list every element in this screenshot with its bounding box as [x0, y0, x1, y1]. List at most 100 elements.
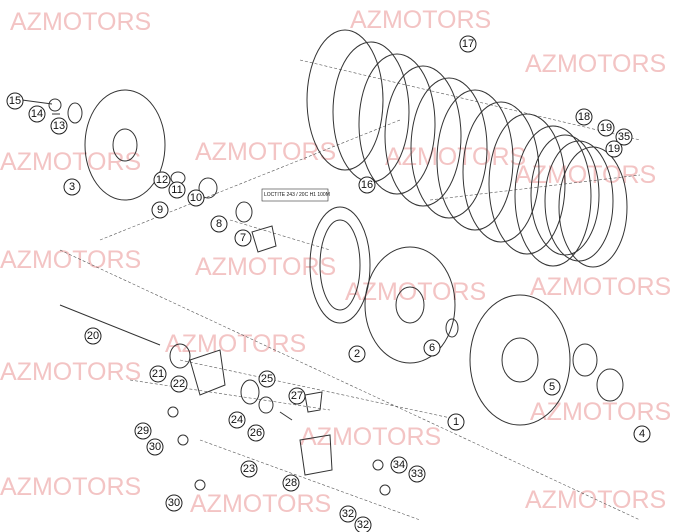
watermark-text: AZMOTORS — [195, 253, 336, 281]
watermark-text: AZMOTORS — [0, 358, 141, 386]
callout-circle — [28, 105, 46, 123]
watermark-text: AZMOTORS — [0, 473, 141, 501]
callout-number: 23 — [243, 463, 255, 475]
callout-number: 29 — [137, 425, 149, 437]
callout-26: 26 — [247, 424, 265, 442]
callout-10: 10 — [187, 189, 205, 207]
callout-9: 9 — [151, 201, 169, 219]
callout-circle — [146, 438, 164, 456]
clutch-disc — [436, 89, 514, 231]
callout-19: 19 — [597, 119, 615, 137]
callout-3: 3 — [63, 178, 81, 196]
watermark-text: AZMOTORS — [515, 161, 656, 189]
callout-circle — [339, 505, 357, 523]
callout-35: 35 — [615, 128, 633, 146]
callout-12: 12 — [153, 171, 171, 189]
clutch-basket — [469, 294, 571, 426]
callout-number: 17 — [462, 38, 474, 50]
callout-circle — [597, 119, 615, 137]
callout-number: 16 — [361, 179, 373, 191]
callout-28: 28 — [282, 474, 300, 492]
callout-circle — [187, 189, 205, 207]
pressure-plate — [84, 89, 166, 201]
callout-circle — [170, 375, 188, 393]
watermark-text: AZMOTORS — [165, 330, 306, 358]
callout-circle — [358, 176, 376, 194]
callout-circle — [633, 425, 651, 443]
callout-number: 26 — [250, 427, 262, 439]
callout-2: 2 — [348, 345, 366, 363]
clutch-disc — [384, 65, 462, 207]
clutch-disc — [332, 41, 410, 183]
leader-lines — [59, 59, 641, 521]
callout-30: 30 — [146, 438, 164, 456]
callout-number: 10 — [190, 192, 202, 204]
clutch-disc — [488, 113, 566, 255]
callout-number: 35 — [618, 131, 630, 143]
callout-number: 1 — [453, 416, 459, 428]
callout-number: 33 — [411, 468, 423, 480]
clutch-pack — [309, 206, 371, 324]
callout-number: 5 — [549, 381, 555, 393]
callout-number: 4 — [639, 428, 645, 440]
callout-number: 27 — [291, 390, 303, 402]
callout-number: 7 — [240, 232, 246, 244]
callout-circle — [390, 456, 408, 474]
callout-number: 24 — [231, 414, 243, 426]
callout-circle — [575, 108, 593, 126]
callout-number: 19 — [608, 143, 620, 155]
callout-number: 13 — [53, 120, 65, 132]
callout-1: 1 — [447, 413, 465, 431]
callout-number: 2 — [354, 348, 360, 360]
inner-hub — [364, 246, 456, 364]
parts — [21, 89, 624, 496]
spring-washer — [544, 140, 614, 262]
callout-number: 8 — [216, 218, 222, 230]
loctite-note-text: LOCTITE 243 / 20C H1 100M — [264, 192, 330, 198]
callout-circle — [258, 370, 276, 388]
callout-16: 16 — [358, 176, 376, 194]
callout-32: 32 — [339, 505, 357, 523]
watermarks: AZMOTORS AZMOTORS AZMOTORS AZMOTORS AZMOTORS… — [0, 6, 671, 518]
callout-18: 18 — [575, 108, 593, 126]
watermark-text: AZMOTORS — [350, 6, 491, 34]
watermark-text: AZMOTORS — [0, 148, 141, 176]
callout-number: 32 — [342, 508, 354, 520]
spring — [67, 102, 83, 124]
callout-circle — [615, 128, 633, 146]
callout-circle — [165, 494, 183, 512]
callout-32: 32 — [354, 516, 372, 532]
callout-circle — [151, 201, 169, 219]
watermark-text: AZMOTORS — [10, 8, 151, 36]
callout-number: 21 — [152, 368, 164, 380]
callout-circle — [84, 327, 102, 345]
callout-number: 32 — [357, 519, 369, 531]
callout-19: 19 — [605, 140, 623, 158]
callout-number: 18 — [578, 111, 590, 123]
callout-circle — [6, 92, 24, 110]
callout-circle — [423, 339, 441, 357]
watermark-text: AZMOTORS — [525, 486, 666, 514]
callout-21: 21 — [149, 365, 167, 383]
watermark-text: AZMOTORS — [530, 398, 671, 426]
callout-number: 11 — [171, 184, 182, 196]
spring-washer — [530, 134, 600, 256]
callout-number: 34 — [393, 459, 405, 471]
callout-25: 25 — [258, 370, 276, 388]
callout-circle — [282, 474, 300, 492]
callout-circle — [210, 215, 228, 233]
callout-circle — [543, 378, 561, 396]
callout-24: 24 — [228, 411, 246, 429]
callout-circle — [288, 387, 306, 405]
callout-number: 19 — [600, 122, 612, 134]
callout-30: 30 — [165, 494, 183, 512]
callout-circle — [247, 424, 265, 442]
loctite-note: LOCTITE 243 / 20C H1 100M — [261, 188, 330, 202]
callout-circle — [354, 516, 372, 532]
callout-number: 14 — [31, 108, 43, 120]
callout-13: 13 — [50, 117, 68, 135]
callout-20: 20 — [84, 327, 102, 345]
clutch-disc — [410, 77, 488, 219]
watermark-text: AZMOTORS — [530, 273, 671, 301]
watermark-text: AZMOTORS — [300, 423, 441, 451]
